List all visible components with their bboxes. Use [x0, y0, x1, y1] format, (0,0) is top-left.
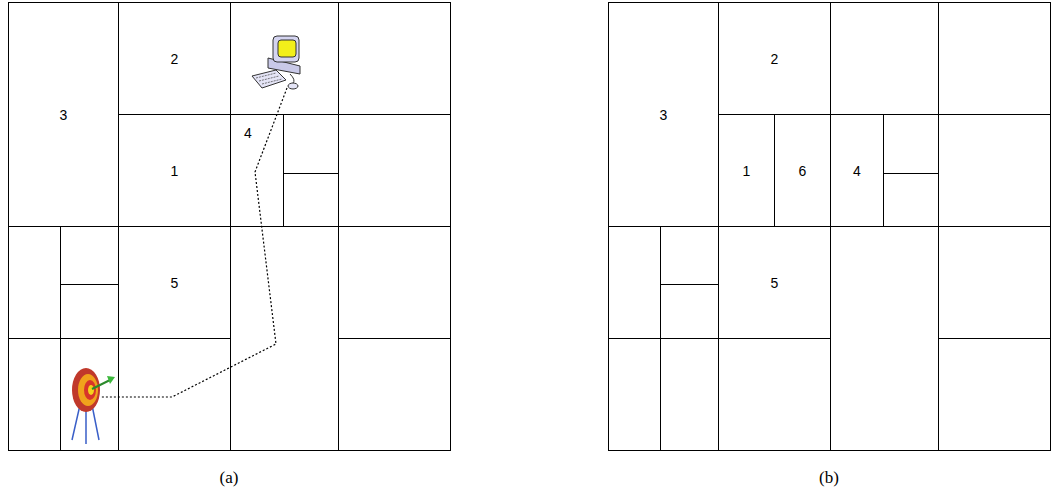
grid-cell — [61, 227, 119, 285]
partition-cell: 5 — [718, 226, 831, 339]
grid-cell — [339, 3, 451, 115]
grid-cell — [661, 227, 719, 285]
grid-cell — [119, 115, 231, 227]
grid-cell — [661, 285, 719, 339]
grid-cell — [339, 115, 451, 227]
grid-cell — [831, 115, 884, 227]
grid-cell — [284, 115, 339, 174]
grid-cell — [719, 3, 831, 115]
grid-cell — [9, 339, 61, 451]
grid-cell — [61, 285, 119, 339]
grid-cell — [119, 3, 231, 115]
partition-cell: 4 — [830, 114, 884, 227]
cell-number: 4 — [244, 125, 252, 141]
grid-cell — [884, 174, 939, 227]
cell-number: 2 — [771, 51, 779, 67]
grid-cell — [339, 339, 451, 451]
partition-cell: 3 — [608, 2, 719, 227]
grid-cell — [939, 3, 1051, 115]
partition-cell: 6 — [774, 114, 831, 227]
cell-number: 1 — [171, 163, 179, 179]
grid-cell — [831, 3, 939, 115]
grid-cell — [719, 115, 775, 227]
partition-cell: 2 — [718, 2, 831, 115]
partition-cell: 4 — [230, 114, 284, 227]
cell-number: 5 — [771, 275, 779, 291]
grid-cell — [61, 339, 119, 451]
cell-number: 1 — [743, 163, 751, 179]
grid-cell — [609, 339, 661, 451]
target-icon — [72, 368, 115, 444]
grid-cell — [939, 115, 1051, 227]
grid-cell — [719, 227, 831, 339]
cell-number: 6 — [799, 163, 807, 179]
grid-cell — [9, 227, 61, 339]
grid-cell — [661, 339, 719, 451]
grid-cell — [719, 339, 831, 451]
grid-cell — [609, 3, 719, 227]
subfigure-caption: (b) — [819, 468, 839, 488]
grid-cell — [119, 227, 231, 339]
grid-cell — [884, 115, 939, 174]
partition-cell: 3 — [8, 2, 119, 227]
grid-cell — [119, 339, 231, 451]
cell-number: 3 — [660, 107, 668, 123]
grid-cell — [609, 227, 661, 339]
grid-cell — [939, 227, 1051, 339]
grid-cell — [284, 174, 339, 227]
grid-cell — [775, 115, 831, 227]
partition-cell: 1 — [118, 114, 231, 227]
route-path — [100, 88, 287, 397]
grid-cell — [231, 3, 339, 115]
grid-cell — [831, 227, 939, 451]
grid-cell — [231, 227, 339, 451]
partition-cell: 2 — [118, 2, 231, 115]
cell-number: 5 — [171, 275, 179, 291]
subfigure-caption: (a) — [220, 468, 239, 488]
computer-icon — [252, 36, 300, 89]
grid-cell — [231, 115, 284, 227]
cell-number: 4 — [853, 163, 861, 179]
cell-number: 3 — [60, 107, 68, 123]
grid-lines — [9, 3, 1051, 451]
grid-cell — [9, 3, 119, 227]
partition-cell: 1 — [718, 114, 775, 227]
cell-number: 2 — [171, 51, 179, 67]
grid-cell — [339, 227, 451, 339]
partition-cell: 5 — [118, 226, 231, 339]
grid-cell — [939, 339, 1051, 451]
